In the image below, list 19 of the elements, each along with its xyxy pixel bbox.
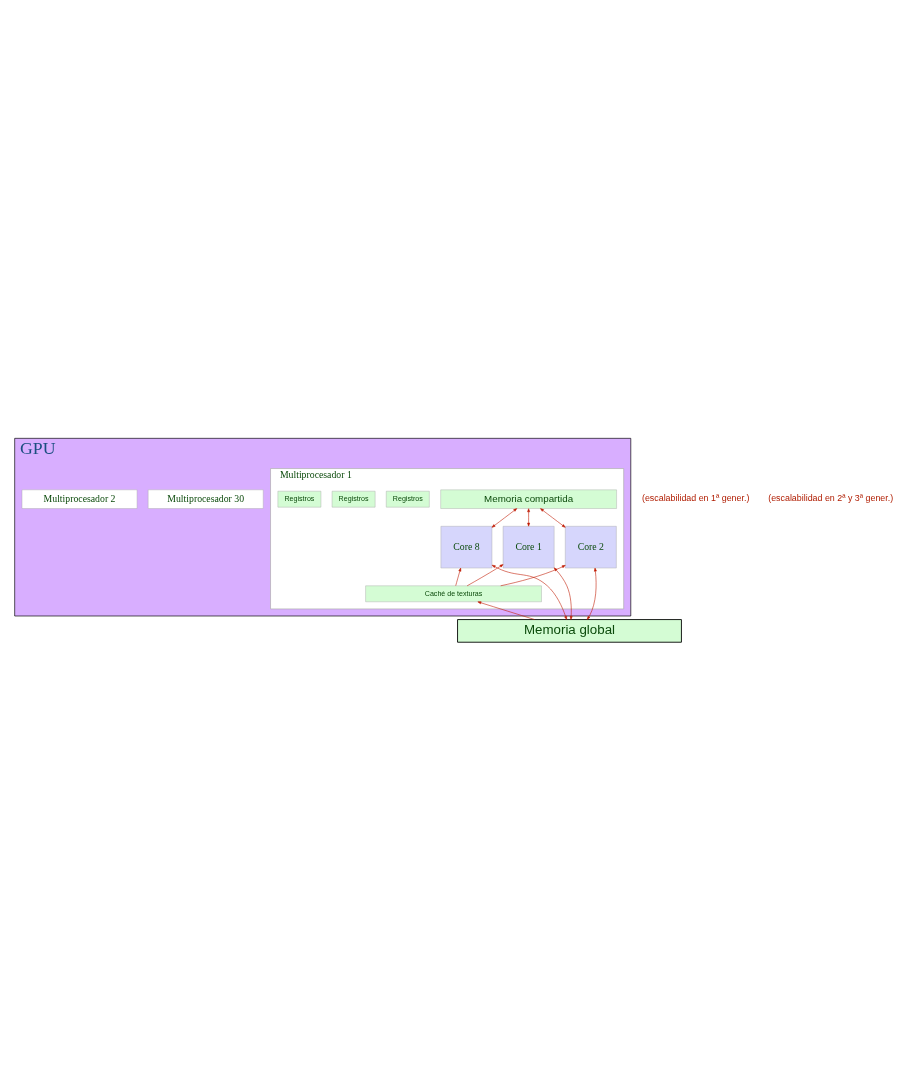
arrow: [491, 564, 567, 620]
node-box: Core 1: [502, 525, 555, 568]
label: (escalabilidad en 1ª gener.): [641, 492, 750, 503]
arrow: [466, 563, 504, 586]
arrow: [540, 507, 566, 528]
node-box: Multiprocesador 30: [147, 489, 264, 509]
node-box: Memoria global: [457, 618, 682, 643]
arrow: [491, 507, 518, 528]
arrow: [455, 567, 462, 586]
arrow: [477, 600, 535, 620]
node-box: Core 8: [440, 525, 493, 568]
arrow: [500, 564, 566, 586]
node-box: Memoria compartida: [440, 489, 617, 509]
arrow: [553, 567, 573, 620]
arrow: [586, 567, 597, 620]
node-box: Multiprocesador 2: [21, 489, 138, 509]
arrow: [527, 507, 530, 526]
node-box: Core 2: [565, 525, 617, 568]
label: (escalabilidad en 2ª y 3ª gener.): [768, 492, 894, 503]
